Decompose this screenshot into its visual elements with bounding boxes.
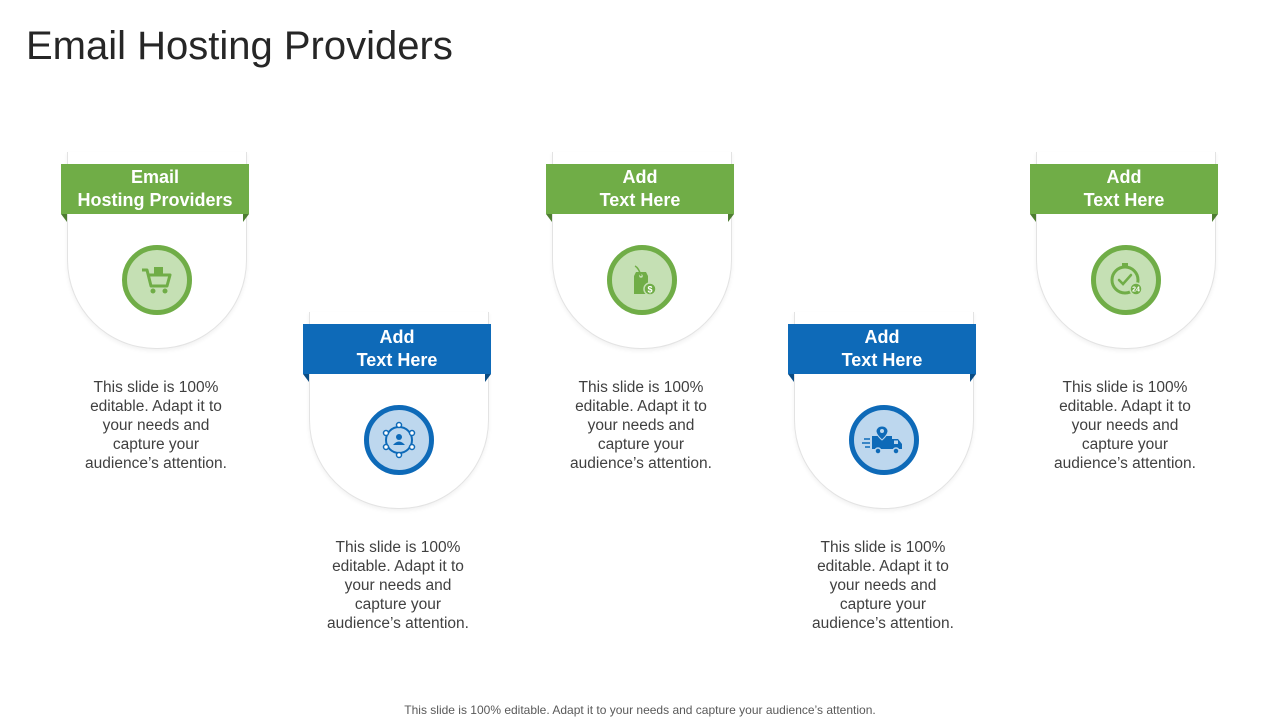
card-heading-line2: Text Here [599, 190, 681, 210]
svg-text:$: $ [647, 285, 652, 295]
card-banner: Add Text Here [303, 324, 491, 382]
card-2: Add Text Here This slide is 100%editable… [303, 312, 493, 642]
24-hour-clock-icon: 24 [1091, 245, 1161, 315]
card-4: Add Text Here This slide is 100%editable… [788, 312, 978, 642]
card-heading-line1: Add [864, 327, 900, 347]
card-heading-line1: Email [130, 167, 180, 187]
card-banner: Add Text Here [1030, 164, 1218, 222]
network-users-icon [364, 405, 434, 475]
price-tag-icon: $ [607, 245, 677, 315]
card-banner: Add Text Here [546, 164, 734, 222]
card-3: Add Text Here $ This slide is 100%editab… [546, 152, 736, 482]
svg-text:24: 24 [1132, 287, 1140, 294]
card-heading-line1: Add [379, 327, 415, 347]
card-heading-line2: Hosting Providers [77, 190, 233, 210]
card-banner: Email Hosting Providers [61, 164, 249, 222]
footer-note: This slide is 100% editable. Adapt it to… [404, 703, 876, 717]
card-1: Email Hosting Providers This slide is 10… [61, 152, 251, 482]
delivery-truck-icon [849, 405, 919, 475]
card-banner: Add Text Here [788, 324, 976, 382]
card-heading-line2: Text Here [841, 350, 923, 370]
card-heading-line1: Add [1106, 167, 1142, 187]
card-5: Add Text Here 24 This slide is 100%edita… [1030, 152, 1220, 482]
shopping-cart-icon [122, 245, 192, 315]
page-title: Email Hosting Providers [26, 24, 453, 68]
card-heading-line1: Add [622, 167, 658, 187]
card-heading-line2: Text Here [1083, 190, 1165, 210]
card-heading-line2: Text Here [356, 350, 438, 370]
